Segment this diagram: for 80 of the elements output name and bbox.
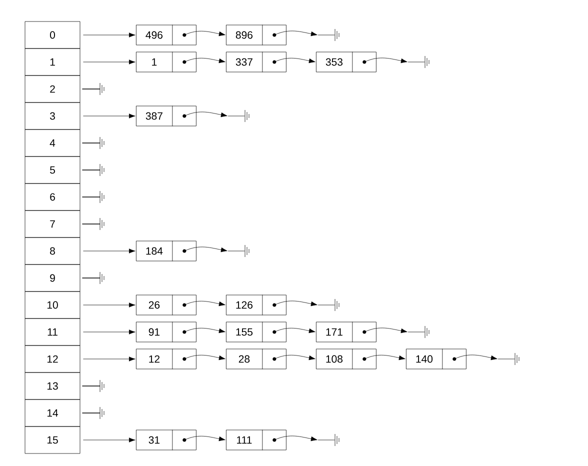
table-cell: 0 — [24, 21, 80, 49]
pointer-arrow — [454, 354, 498, 360]
pointer-arrow — [184, 30, 226, 36]
pointer-arrow — [184, 246, 228, 252]
pointer-arrow — [364, 354, 406, 360]
null-symbol — [318, 434, 340, 446]
null-symbol — [100, 164, 104, 176]
pointer-arrow — [184, 58, 226, 64]
list-node: 140 — [406, 348, 466, 370]
pointer-arrow — [364, 328, 408, 334]
null-symbol — [100, 272, 104, 284]
pointer-arrow — [184, 436, 226, 442]
pointer-arrow — [274, 30, 318, 36]
null-symbol — [100, 82, 104, 96]
table-cell: 10 — [24, 291, 80, 319]
table-cell: 1 — [24, 48, 80, 76]
list-node: 155 — [226, 322, 286, 342]
list-node: 337 — [226, 52, 286, 72]
table-cell: 11 — [24, 318, 80, 346]
table-cell: 3 — [24, 102, 80, 130]
arrow — [83, 330, 136, 334]
null-symbol — [100, 136, 104, 150]
table-cell: 7 — [24, 210, 80, 238]
pointer-arrow — [274, 58, 316, 64]
table-cell: 4 — [24, 129, 80, 157]
pointer-arrow — [274, 328, 316, 334]
list-node: 387 — [136, 106, 196, 126]
pointer-arrow — [364, 58, 408, 64]
list-node: 1 — [136, 52, 196, 72]
list-node: 184 — [136, 240, 196, 262]
table-cell: 14 — [24, 399, 80, 427]
table-cell: 6 — [24, 183, 80, 211]
pointer-arrow — [184, 300, 226, 306]
table-cell: 5 — [24, 156, 80, 184]
pointer-arrow — [274, 300, 318, 306]
arrow — [83, 302, 136, 308]
arrow — [83, 356, 136, 362]
pointer-arrow — [184, 354, 226, 360]
null-symbol — [100, 380, 104, 392]
line — [82, 142, 100, 144]
null-symbol — [318, 28, 340, 42]
table-cell: 2 — [24, 75, 80, 103]
list-node: 31 — [136, 430, 196, 450]
table-cell: 13 — [24, 372, 80, 400]
line — [82, 88, 100, 90]
list-node: 171 — [316, 322, 376, 342]
arrow — [83, 248, 136, 254]
list-node: 28 — [226, 348, 286, 370]
pointer-arrow — [274, 354, 316, 360]
arrow — [83, 60, 136, 64]
arrow — [83, 32, 136, 38]
line — [82, 412, 100, 414]
line — [82, 196, 100, 198]
list-node: 111 — [226, 430, 286, 450]
pointer-arrow — [184, 112, 228, 118]
list-node: 12 — [136, 348, 196, 370]
null-symbol — [228, 244, 250, 258]
table-cell: 15 — [24, 426, 80, 454]
null-symbol — [498, 352, 520, 366]
list-node: 896 — [226, 24, 286, 46]
list-node: 26 — [136, 294, 196, 316]
null-symbol — [228, 110, 250, 122]
null-symbol — [100, 190, 104, 204]
table-cell: 9 — [24, 264, 80, 292]
pointer-arrow — [274, 436, 318, 442]
table-cell: 12 — [24, 345, 80, 373]
list-node: 108 — [316, 348, 376, 370]
null-symbol — [408, 56, 430, 68]
list-node: 353 — [316, 52, 376, 72]
null-symbol — [100, 218, 104, 230]
table-cell: 8 — [24, 237, 80, 265]
list-node: 126 — [226, 294, 286, 316]
null-symbol — [408, 326, 430, 338]
list-node: 496 — [136, 24, 196, 46]
arrow — [83, 438, 136, 442]
null-symbol — [318, 298, 340, 312]
arrow — [83, 114, 136, 118]
null-symbol — [100, 406, 104, 420]
list-node: 91 — [136, 322, 196, 342]
pointer-arrow — [184, 328, 226, 334]
